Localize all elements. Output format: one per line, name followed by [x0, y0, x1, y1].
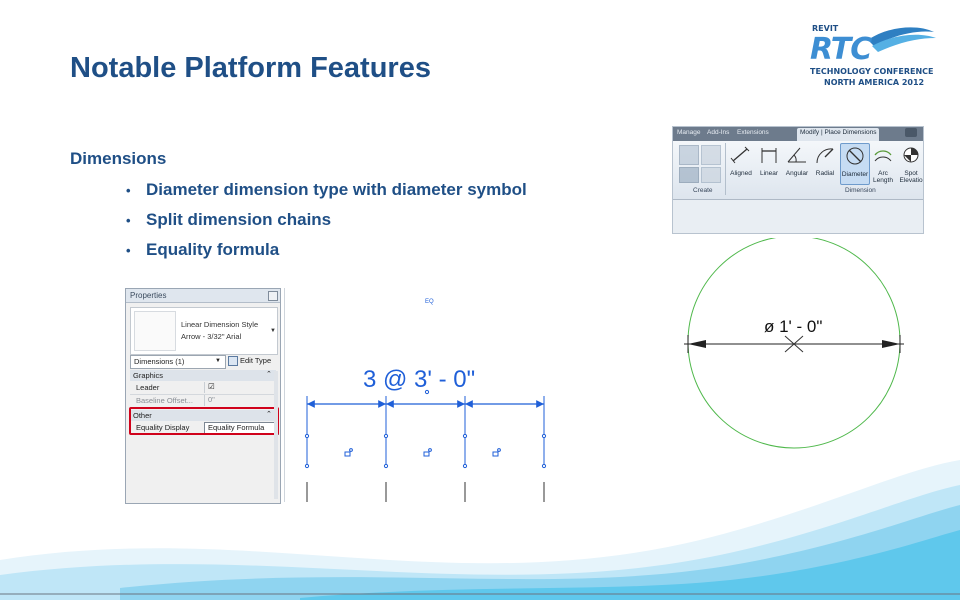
spot-elevation-button[interactable]: Spot Elevatio [899, 145, 923, 184]
chain-dimension-text[interactable]: 3 @ 3' - 0" [363, 366, 475, 393]
leader-checkbox[interactable]: ☑ [204, 382, 278, 393]
slide-title: Notable Platform Features [70, 52, 431, 84]
radial-dimension-button[interactable]: Radial [813, 145, 837, 177]
create-tool-icon[interactable] [679, 145, 699, 165]
type-name-line1: Linear Dimension Style [181, 320, 259, 329]
properties-palette: Properties Linear Dimension Style Arrow … [125, 288, 281, 504]
ribbon-group-dimension: Dimension [845, 187, 876, 194]
aligned-dimension-button[interactable]: Aligned [729, 145, 753, 177]
ribbon-body: Aligned Linear Angular Radial Diameter A… [673, 141, 923, 200]
options-bar [673, 200, 923, 233]
group-divider [725, 143, 726, 195]
eq-label: EQ [425, 299, 434, 305]
diameter-circle-drawing: ø 1' - 0" [684, 235, 904, 449]
tab-modify-place-dimensions[interactable]: Modify | Place Dimensions [797, 128, 880, 142]
create-similar-icon[interactable] [701, 145, 721, 165]
logo-north-america: NORTH AMERICA 2012 [824, 78, 925, 87]
angular-dimension-button[interactable]: Angular [785, 145, 809, 177]
chevron-down-icon: ▼ [270, 328, 276, 334]
scrollbar[interactable] [274, 371, 278, 499]
ribbon-group-create: Create [693, 187, 713, 194]
tab-extensions[interactable]: Extensions [737, 129, 769, 136]
radial-dimension-icon [816, 148, 834, 164]
highlight-box [129, 407, 279, 435]
category-other[interactable]: Other⌃ [130, 410, 276, 421]
diameter-drawing[interactable]: ø 1' - 0" [672, 235, 922, 458]
create-group-icon[interactable] [701, 167, 721, 183]
edit-type-button[interactable]: Edit Type [228, 355, 276, 367]
logo-revit: REVIT [812, 24, 839, 33]
chevron-down-icon: ▼ [215, 358, 221, 364]
ribbon-tab-bar: Manage Add-Ins Extensions Modify | Place… [673, 127, 923, 142]
diameter-dimension-icon [846, 147, 864, 165]
edit-type-icon [228, 356, 238, 366]
type-preview-image [134, 311, 176, 351]
close-icon[interactable] [268, 291, 278, 301]
tab-add-ins[interactable]: Add-Ins [707, 129, 730, 136]
logo-swoosh [868, 27, 936, 52]
properties-title-bar: Properties [126, 289, 280, 303]
create-part-icon[interactable] [679, 167, 699, 183]
logo-technology-conference: TECHNOLOGY CONFERENCE [810, 67, 934, 76]
rtc-logo: REVIT RTC TECHNOLOGY CONFERENCE NORTH AM… [808, 22, 938, 90]
ribbon-minimize-icon[interactable] [905, 128, 917, 137]
type-selector[interactable]: Linear Dimension Style Arrow - 3/32" Ari… [130, 307, 278, 355]
arc-length-dimension-button[interactable]: Arc Length [871, 145, 895, 184]
type-name-line2: Arrow - 3/32" Arial [181, 332, 242, 341]
angular-dimension-icon [787, 147, 806, 163]
bullet-item: •Equality formula [126, 240, 280, 259]
aligned-dimension-icon [730, 146, 750, 164]
tab-manage[interactable]: Manage [677, 129, 701, 136]
logo-rtc: RTC [810, 32, 872, 67]
instance-filter-dropdown[interactable]: Dimensions (1) ▼ [130, 355, 226, 369]
ribbon-panel: Manage Add-Ins Extensions Modify | Place… [672, 126, 924, 234]
drawing-canvas[interactable]: EQ 3 @ 3' - 0" [284, 288, 567, 502]
collapse-icon: ⌃ [266, 411, 272, 418]
diameter-dimension-text[interactable]: ø 1' - 0" [764, 317, 822, 336]
collapse-icon: ⌃ [266, 371, 272, 378]
property-row-leader: Leader☑ [130, 382, 276, 395]
spot-elevation-icon [903, 147, 919, 163]
dimension-chain-drawing: EQ 3 @ 3' - 0" [304, 299, 547, 502]
section-heading: Dimensions [70, 149, 167, 168]
diameter-dimension-button[interactable]: Diameter [840, 143, 870, 185]
linear-dimension-icon [761, 148, 777, 163]
linear-dimension-button[interactable]: Linear [757, 145, 781, 177]
category-graphics[interactable]: Graphics⌃ [130, 370, 276, 381]
arc-length-dimension-icon [874, 150, 892, 162]
bullet-item: •Diameter dimension type with diameter s… [126, 180, 527, 199]
bullet-item: •Split dimension chains [126, 210, 332, 229]
